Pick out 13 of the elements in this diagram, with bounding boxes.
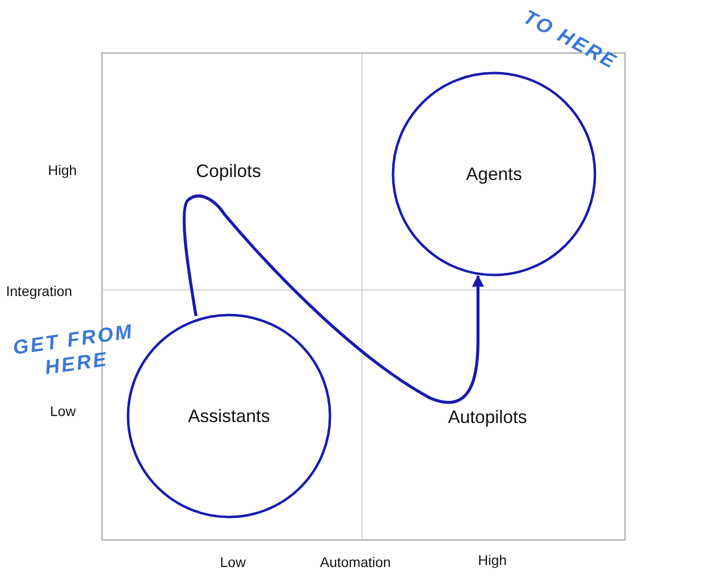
handwritten-note: GET FROM HERE [10,320,136,382]
quadrant-label: Copilots [196,161,262,182]
node-label: Agents [466,164,522,184]
axis-title: Automation [320,554,391,570]
node-label: Assistants [188,406,270,426]
quadrant-label: Autopilots [448,407,528,428]
axis-tick-label: Low [50,403,76,419]
axis-tick-label: High [478,552,507,568]
curved-arrow [182,194,484,404]
circle-node [392,72,596,276]
axis-tick-label: High [48,162,77,178]
axis-tick-label: Low [220,554,246,570]
axis-title: Integration [6,283,72,299]
